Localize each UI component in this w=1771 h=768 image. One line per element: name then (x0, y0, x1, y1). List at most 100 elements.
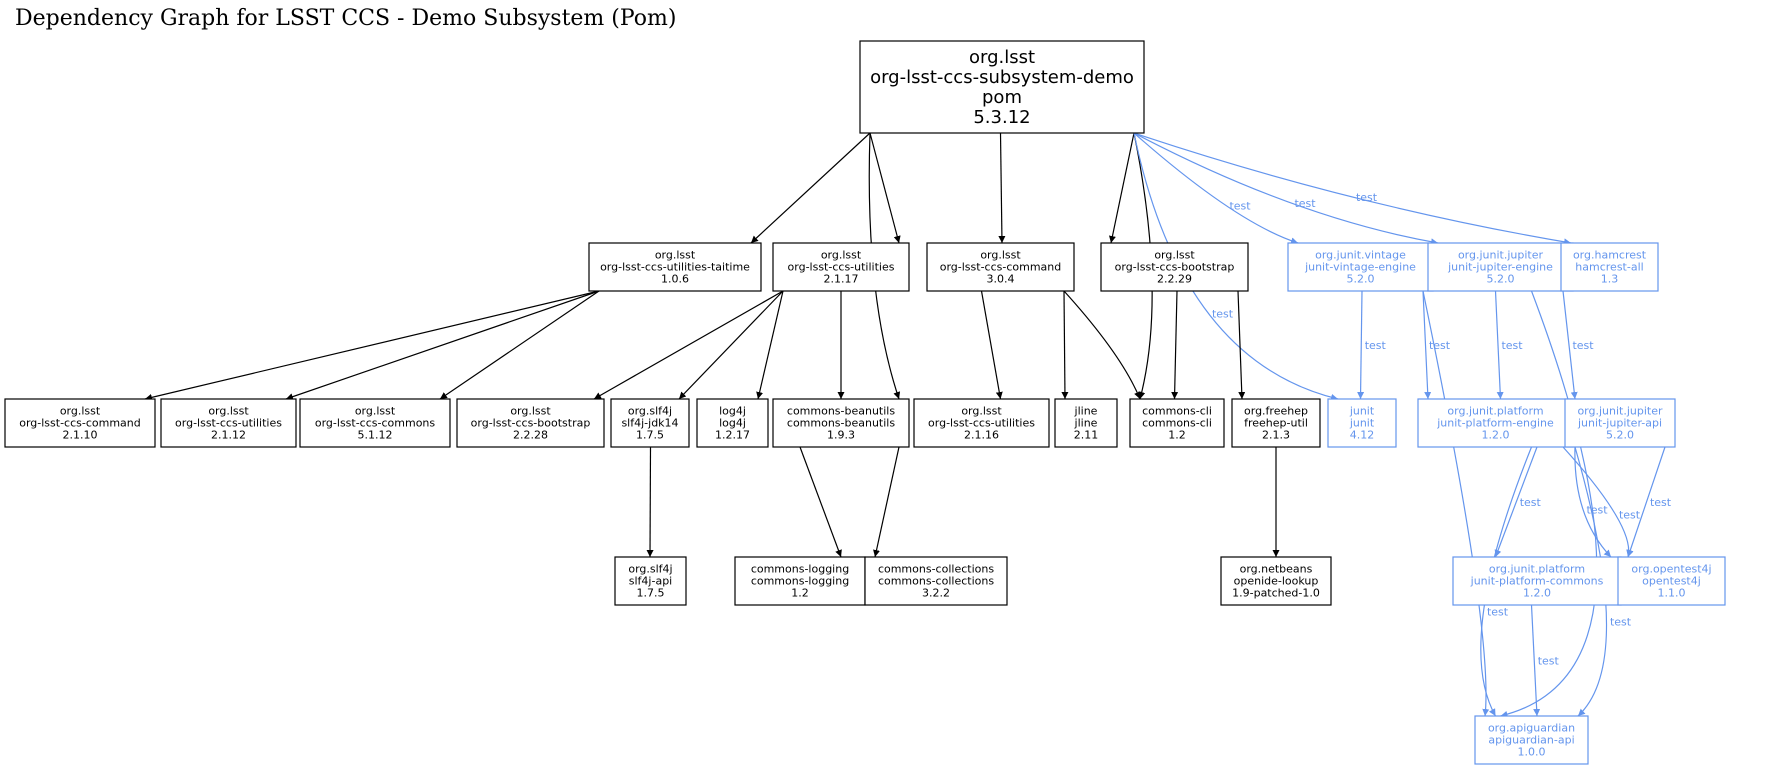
node-label-line: org.lsst (60, 405, 101, 418)
node-label-line: commons-cli (1142, 405, 1212, 418)
node-openide[interactable]: org.netbeansopenide-lookup1.9-patched-1.… (1220, 556, 1332, 606)
node-box (1617, 556, 1726, 606)
node-root[interactable]: org.lsstorg-lsst-ccs-subsystem-demopom5.… (859, 40, 1145, 134)
node-label-line: org.apiguardian (1488, 722, 1575, 735)
node-label-line: org.junit.platform (1447, 405, 1543, 418)
node-label-line: pom (982, 87, 1022, 108)
edge-label: test (1572, 339, 1594, 352)
node-box (1427, 242, 1574, 292)
node-taitime[interactable]: org.lsstorg-lsst-ccs-utilities-taitime1.… (588, 242, 762, 292)
node-box (299, 398, 451, 448)
node-label-line: log4j (719, 405, 746, 418)
edge-label: test (1356, 191, 1378, 204)
node-box (1564, 398, 1676, 448)
edge-utilities-to-slf4j-jdk14 (678, 290, 784, 400)
edge-vintage-to-junit (1357, 290, 1365, 400)
node-label-line: org.netbeans (1240, 563, 1313, 576)
edge-label: test (1619, 509, 1641, 522)
node-vintage[interactable]: org.junit.vintagejunit-vintage-engine5.2… (1287, 242, 1434, 292)
edge-jupiter-engine-to-apiguardian (1500, 290, 1598, 718)
node-box (614, 556, 687, 606)
node-label-line: junit-platform-engine (1436, 417, 1554, 430)
node-label-line: 1.1.0 (1658, 587, 1686, 600)
node-box (610, 398, 690, 448)
edge-label: test (1538, 655, 1560, 668)
node-platform-engine[interactable]: org.junit.platformjunit-platform-engine1… (1417, 398, 1574, 448)
edge-root-to-vintage (1133, 132, 1299, 245)
node-label-line: 3.2.2 (922, 587, 950, 600)
edge-command-to-jline (1061, 290, 1069, 400)
edge-jupiter-api-to-apiguardian (1574, 446, 1608, 717)
node-label-line: 1.2 (791, 587, 809, 600)
node-label-line: commons-beanutils (787, 417, 895, 430)
edge-root-to-hamcrest (1133, 132, 1572, 246)
node-label-line: freehep-util (1244, 417, 1308, 430)
edge-root-to-junit (1133, 132, 1339, 401)
node-label-line: hamcrest-all (1575, 261, 1643, 274)
edge-label: test (1487, 606, 1509, 619)
node-label-line: 5.3.12 (973, 107, 1030, 128)
node-box (1474, 715, 1589, 765)
node-label-line: org.junit.platform (1489, 563, 1585, 576)
node-box (1220, 556, 1332, 606)
node-label-line: 1.3 (1601, 273, 1619, 286)
edge-label: test (1501, 339, 1523, 352)
edge-utilities-to-bootstrap-2228 (593, 290, 784, 400)
node-label-line: 1.2.0 (1482, 429, 1510, 442)
node-label-line: commons-logging (751, 575, 849, 588)
edge-platform-commons-to-apiguardian (1530, 604, 1541, 717)
node-label-line: 2.2.29 (1157, 273, 1192, 286)
node-label-line: org.lsst (355, 405, 396, 418)
node-label-line: jline (1074, 417, 1098, 430)
node-label-line: org.lsst (1154, 249, 1195, 262)
node-box (1054, 398, 1118, 448)
node-label-line: org-lsst-ccs-commons (315, 417, 436, 430)
node-box (1417, 398, 1574, 448)
node-box (696, 398, 769, 448)
edge-taitime-to-utilities-2112 (285, 290, 600, 401)
node-label-line: 5.2.0 (1606, 429, 1634, 442)
node-label-line: junit (1349, 417, 1375, 430)
edge-jupiter-api-to-platform-commons (1574, 446, 1612, 558)
node-label-line: org.lsst (969, 47, 1035, 68)
node-platform-commons[interactable]: org.junit.platformjunit-platform-commons… (1452, 556, 1622, 606)
node-commons-collections[interactable]: commons-collectionscommons-collections3.… (864, 556, 1008, 606)
node-label-line: org-lsst-ccs-command (19, 417, 141, 430)
node-label-line: 5.2.0 (1487, 273, 1515, 286)
node-label-line: commons-collections (878, 575, 994, 588)
node-label-line: org-lsst-ccs-command (940, 261, 1062, 274)
node-jupiter-engine[interactable]: org.junit.jupiterjunit-jupiter-engine5.2… (1427, 242, 1574, 292)
edge-label: test (1294, 197, 1316, 210)
node-box (772, 398, 910, 448)
edge-bootstrap-to-commons-cli (1171, 290, 1179, 400)
node-box (456, 398, 605, 448)
edge-jupiter-api-to-opentest4j (1626, 446, 1666, 558)
node-label-line: 5.2.0 (1347, 273, 1375, 286)
node-label-line: junit-vintage-engine (1304, 261, 1416, 274)
node-label-line: org.slf4j (628, 405, 672, 418)
node-label-line: org.lsst (980, 249, 1021, 262)
node-label-line: org-lsst-ccs-utilities (928, 417, 1035, 430)
